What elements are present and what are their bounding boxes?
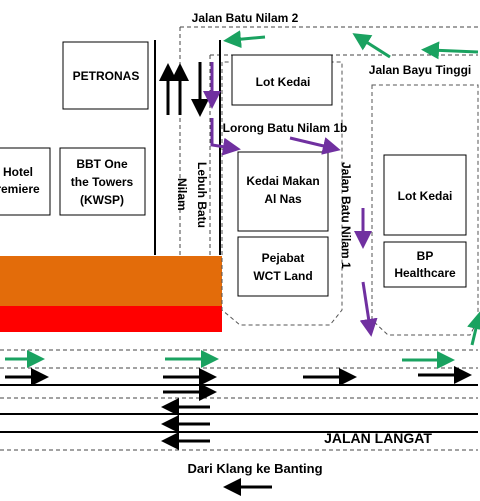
building-lot-kedai-2: Lot Kedai — [383, 154, 467, 236]
building-bbt: BBT One the Towers (KWSP) — [59, 147, 146, 216]
building-lot-kedai-1: Lot Kedai — [231, 54, 333, 106]
purple-route-arrows — [203, 62, 378, 337]
red-block — [0, 306, 222, 332]
purple-arrow-down-3 — [359, 281, 378, 337]
green-arrow-top-right — [352, 33, 391, 59]
green-route-arrows — [5, 30, 480, 369]
road-label-nilam: Nilam — [175, 178, 189, 211]
road-label-langat: JALAN LANGAT — [324, 430, 432, 446]
road-label-top: Jalan Batu Nilam 2 — [192, 11, 299, 25]
green-arrow-top-left — [223, 30, 266, 49]
road-label-bayu: Jalan Bayu Tinggi — [369, 63, 471, 77]
green-arrow-right-up — [467, 311, 480, 346]
petronas-label: PETRONAS — [73, 69, 140, 83]
hotel-label-2: remiere — [0, 182, 40, 196]
building-hotel: Hotel remiere — [0, 147, 51, 216]
green-arrow-far-right — [421, 41, 479, 60]
wct-label-1: Pejabat — [262, 251, 305, 265]
road-label-nilam1: Jalan Batu Nilam 1 — [339, 162, 353, 269]
lot-kedai-1-label: Lot Kedai — [256, 75, 311, 89]
wct-label-2: WCT Land — [253, 269, 312, 283]
purple-arrow-turn — [210, 118, 241, 156]
bp-label-2: Healthcare — [394, 266, 456, 280]
building-bp-healthcare: BP Healthcare — [383, 241, 467, 288]
traffic-arrows — [5, 62, 472, 496]
lot-kedai-2-label: Lot Kedai — [398, 189, 453, 203]
middle-block-outline — [221, 61, 343, 326]
bbt-label-3: (KWSP) — [80, 193, 124, 207]
building-wct: Pejabat WCT Land — [237, 236, 329, 297]
building-petronas: PETRONAS — [62, 41, 149, 110]
kedai-label-1: Kedai Makan — [246, 174, 319, 188]
hotel-label-1: Hotel — [3, 165, 33, 179]
bp-label-1: BP — [417, 249, 434, 263]
road-label-klang: Dari Klang ke Banting — [187, 461, 322, 476]
bbt-label-1: BBT One — [76, 157, 128, 171]
orange-block — [0, 256, 222, 306]
kedai-label-2: Al Nas — [264, 192, 302, 206]
bbt-label-2: the Towers — [71, 175, 134, 189]
building-kedai-makan: Kedai Makan Al Nas — [237, 151, 329, 232]
purple-arrow-lorong — [289, 136, 341, 155]
road-label-lebuh: Lebuh Batu — [195, 162, 209, 228]
road-label-lorong: Lorong Batu Nilam 1b — [223, 121, 348, 135]
